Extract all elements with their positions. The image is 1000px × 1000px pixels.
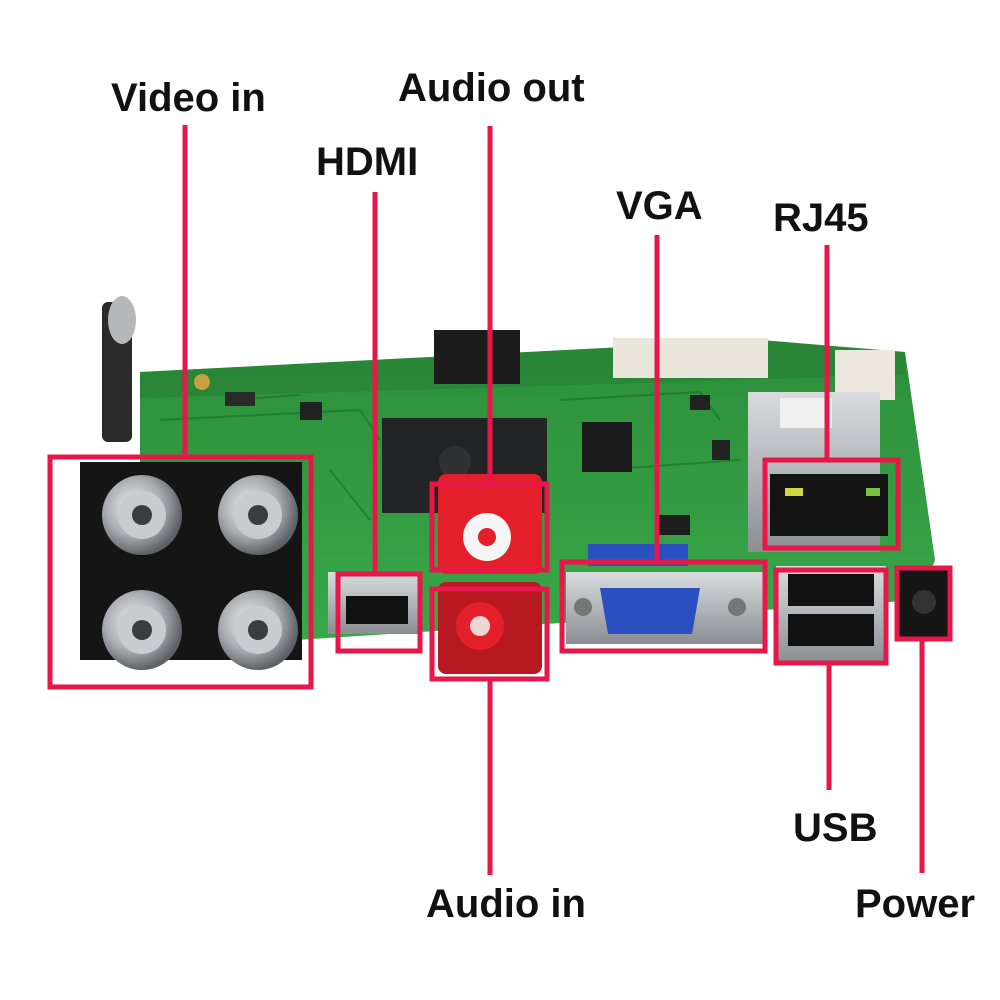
- rj45-label: RJ45: [773, 196, 869, 240]
- video-in-highlight: [47, 454, 314, 690]
- audio-out-label: Audio out: [398, 66, 585, 110]
- hdmi-port: [328, 572, 420, 634]
- rj45-port: [748, 392, 888, 552]
- power-jack: [898, 566, 950, 638]
- hdmi-highlight: [335, 571, 423, 654]
- rj45-highlight: [762, 457, 901, 551]
- audio-in-label: Audio in: [426, 882, 586, 926]
- usb-ports: [776, 566, 886, 664]
- bnc-connector: [102, 475, 182, 555]
- rca-audio-in: [438, 582, 542, 674]
- bnc-connector: [218, 475, 298, 555]
- hdmi-label: HDMI: [316, 140, 419, 184]
- vga-label: VGA: [616, 184, 703, 228]
- rca-audio-out: [438, 474, 542, 574]
- bnc-connector: [102, 590, 182, 670]
- usb-label: USB: [793, 806, 878, 850]
- video-in-label: Video in: [111, 76, 266, 120]
- bnc-connector-block: [80, 462, 302, 670]
- vga-highlight: [559, 559, 768, 654]
- bnc-connector: [218, 590, 298, 670]
- power-label: Power: [855, 882, 976, 926]
